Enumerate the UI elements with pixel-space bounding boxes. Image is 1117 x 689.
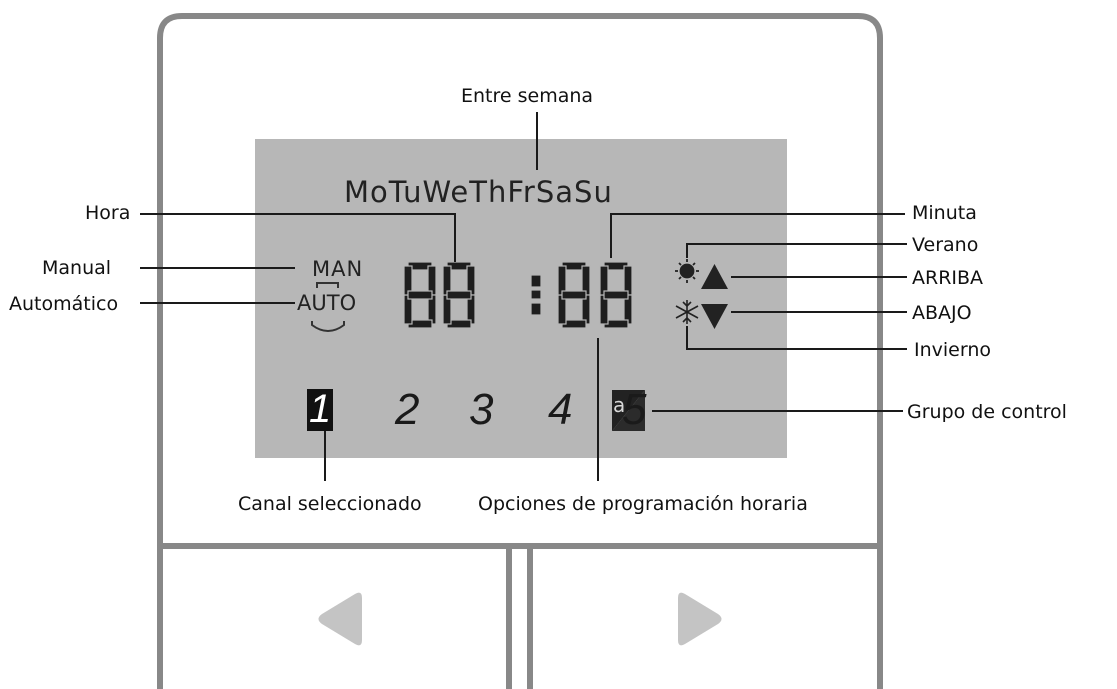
label-automatic: Automático xyxy=(9,293,119,315)
lcd-screen xyxy=(255,139,787,458)
colon-dot-middle xyxy=(530,289,542,300)
label-hour: Hora xyxy=(85,202,131,224)
control-group-icon: a xyxy=(612,390,645,431)
digit-3-segment-g xyxy=(603,290,629,300)
up-triangle-icon xyxy=(701,264,728,289)
colon-dot-bottom xyxy=(530,302,542,316)
label-winter: Invierno xyxy=(914,339,992,361)
colon-dot-top xyxy=(530,274,542,288)
label-time-programming: Opciones de programación horaria xyxy=(478,493,808,515)
label-manual: Manual xyxy=(42,257,112,279)
channel-5[interactable]: 5 xyxy=(622,385,647,434)
digit-2-segment-g xyxy=(561,290,587,300)
channel-1[interactable]: 1 xyxy=(309,387,332,431)
label-selected-channel: Canal seleccionado xyxy=(238,493,422,515)
auto-shield-icon xyxy=(311,321,345,332)
time-display xyxy=(403,261,633,329)
callout-lines xyxy=(140,112,907,481)
channel-3[interactable]: 3 xyxy=(469,385,494,434)
selected-channel-box xyxy=(307,389,333,431)
channel-2[interactable]: 2 xyxy=(395,385,420,434)
label-minute: Minuta xyxy=(912,202,977,224)
left-arrow-icon[interactable] xyxy=(318,592,363,646)
auto-indicator: AUTO xyxy=(297,291,357,315)
snowflake-icon xyxy=(675,300,699,324)
label-down: ABAJO xyxy=(912,302,972,324)
label-up: ARRIBA xyxy=(912,267,984,289)
label-summer: Verano xyxy=(912,234,979,256)
down-triangle-icon xyxy=(701,304,728,329)
auto-bracket xyxy=(316,282,339,288)
label-weekdays: Entre semana xyxy=(461,85,594,107)
sun-icon xyxy=(675,259,699,283)
digit-1-segment-g xyxy=(446,290,472,300)
digit-0-segment-g xyxy=(407,290,433,300)
label-control-group: Grupo de control xyxy=(907,401,1067,423)
channel-4[interactable]: 4 xyxy=(548,385,573,434)
group-symbol: a xyxy=(613,393,625,417)
weekday-row: MoTuWeThFrSaSu xyxy=(344,175,613,209)
manual-indicator: MAN xyxy=(312,257,364,281)
right-arrow-icon[interactable] xyxy=(678,592,722,646)
housing-outline xyxy=(157,13,883,689)
